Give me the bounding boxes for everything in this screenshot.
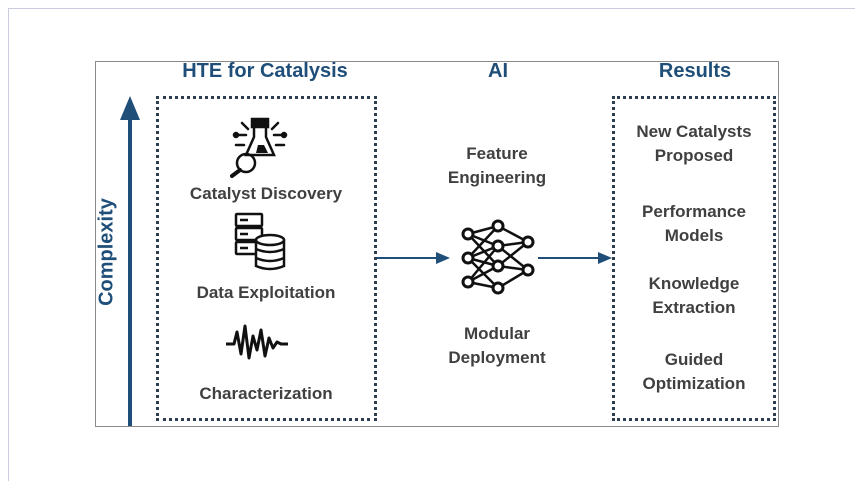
result-knowledge-extraction-label: Knowledge Extraction: [648, 274, 740, 317]
outer-frame: [8, 8, 855, 481]
hte-box: [156, 96, 377, 421]
results-box: [612, 96, 776, 421]
catalyst-discovery-label: Catalyst Discovery: [189, 184, 343, 203]
neural-network-icon: [461, 219, 535, 295]
result-new-catalysts-label: New Catalysts Proposed: [636, 122, 752, 165]
results-heading: Results: [658, 60, 732, 82]
result-performance-models-label: Performance Models: [642, 202, 746, 245]
feature-engineering-label: Feature Engineering: [447, 144, 547, 187]
data-exploitation-label: Data Exploitation: [196, 283, 336, 302]
catalyst-discovery-icon: [230, 117, 288, 178]
characterization-label: Characterization: [199, 384, 333, 403]
diagram-frame: [95, 61, 779, 427]
signal-wave-icon: [226, 324, 288, 360]
modular-deployment-label: Modular Deployment: [448, 324, 546, 367]
hte-heading: HTE for Catalysis: [182, 60, 348, 82]
database-server-icon: [234, 212, 286, 271]
ai-heading: AI: [488, 60, 508, 82]
result-guided-optimization-label: Guided Optimization: [642, 350, 746, 393]
